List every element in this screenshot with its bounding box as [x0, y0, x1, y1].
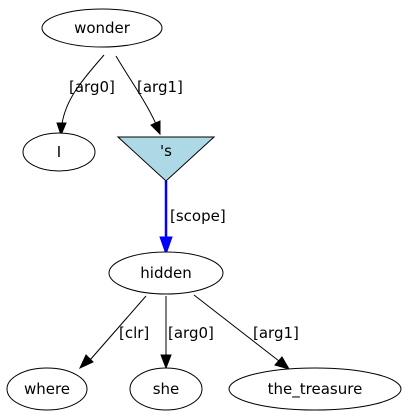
node-label-where: where [24, 380, 70, 398]
edge-wonder-i [56, 54, 105, 137]
edge-hidden-the-treasure [193, 294, 291, 370]
edge-label-hidden-the-treasure: [arg1] [253, 324, 299, 342]
node-label-hidden: hidden [140, 264, 191, 282]
edge-hidden-where [78, 295, 147, 370]
edge-label-wonder-s: [arg1] [137, 78, 183, 96]
edge-label-hidden-she: [arg0] [168, 324, 214, 342]
node-she: she [129, 367, 203, 411]
edge-hidden-she [160, 296, 172, 370]
node-label-s: 's [160, 142, 172, 160]
edge-label-hidden-where: [clr] [119, 324, 149, 342]
node-s-quantifier: 's [116, 136, 216, 182]
node-wonder: wonder [41, 8, 163, 48]
node-label-wonder: wonder [74, 19, 131, 37]
node-i: I [22, 132, 96, 172]
scope-arrowhead [159, 236, 173, 256]
edge-label-wonder-i: [arg0] [69, 78, 115, 96]
edge-label-s-hidden: [scope] [170, 207, 226, 225]
node-label-the-treasure: the_treasure [268, 380, 363, 399]
edge-s-hidden [159, 181, 173, 256]
node-label-she: she [153, 380, 180, 398]
node-hidden: hidden [108, 251, 224, 295]
node-the-treasure: the_treasure [228, 367, 402, 411]
edge-wonder-s [115, 55, 161, 136]
node-where: where [6, 367, 88, 411]
node-label-i: I [57, 143, 61, 161]
